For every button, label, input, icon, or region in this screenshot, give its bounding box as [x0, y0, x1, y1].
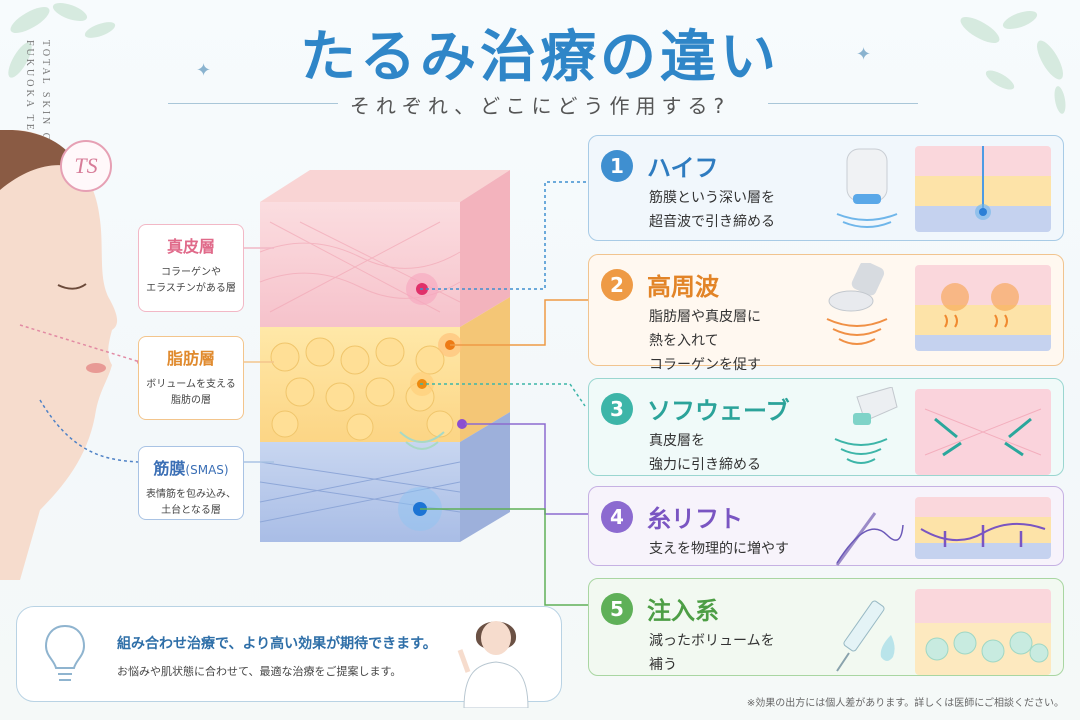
rf-layer-thumbnail	[915, 265, 1051, 351]
treatment-desc: 支えを物理的に増やす	[649, 541, 789, 557]
skin-cross-section	[259, 170, 510, 542]
treatment-desc: 減ったボリュームを 補う	[649, 633, 775, 673]
layer-name: 筋膜(SMAS)	[153, 459, 229, 478]
syringe-icon	[836, 600, 895, 672]
brand-vertical-text: TOTAL SKIN CLINIC	[40, 40, 51, 185]
clinic-logo: TS	[60, 140, 112, 192]
layer-desc: 表情筋を包み込み、	[146, 489, 236, 500]
page-subtitle: それぞれ、どこにどう作用する?	[349, 94, 731, 118]
face-connector-lines	[19, 324, 143, 463]
treatment-card-hifu: 1 ハイフ 筋膜という深い層を 超音波で引き締める	[588, 135, 1064, 241]
subtitle-line-left	[168, 103, 338, 104]
layer-desc: ボリュームを支える	[146, 379, 236, 390]
disclaimer-note: ※効果の出方には個人差があります。詳しくは医師にご相談ください。	[746, 698, 1064, 709]
sparkle-icon: ✦	[196, 60, 212, 81]
layer-desc: 脂肪の層	[171, 395, 211, 406]
brand-vertical-text-2: FUKUOKA TENJIN	[24, 40, 35, 167]
bottom-sub-text: お悩みや肌状態に合わせて、最適な治療をご提案します。	[117, 665, 402, 678]
sofwave-device-icon	[834, 387, 898, 464]
treatment-name: 高周波	[647, 273, 719, 301]
sofwave-layer-thumbnail	[915, 389, 1051, 475]
treatment-card-thread-lift: 4 糸リフト 支えを物理的に増やす	[588, 486, 1064, 566]
layer-label-smas: 筋膜(SMAS) 表情筋を包み込み、 土台となる層	[138, 446, 244, 520]
layer-desc: 土台となる層	[161, 505, 221, 516]
treatment-number: 3	[601, 393, 633, 425]
hifu-device-icon	[836, 148, 898, 228]
thread-layer-thumbnail	[915, 497, 1051, 559]
layer-name: 脂肪層	[166, 349, 215, 368]
layer-desc: コラーゲンや	[161, 267, 221, 278]
treatment-name: ソフウェーブ	[647, 397, 790, 425]
layer-desc: エラスチンがある層	[146, 283, 236, 294]
hifu-layer-thumbnail	[915, 146, 1051, 232]
bottom-main-text: 組み合わせ治療で、より高い効果が期待できます。	[117, 636, 437, 652]
layer-name: 真皮層	[166, 237, 215, 256]
bottom-info-box: 組み合わせ治療で、より高い効果が期待できます。 お悩みや肌状態に合わせて、最適な…	[16, 606, 562, 702]
leaf-decoration-left	[8, 2, 116, 78]
injection-layer-thumbnail	[915, 589, 1051, 675]
doctor-illustration	[457, 621, 529, 708]
treatment-name: 糸リフト	[647, 505, 743, 533]
sparkle-icon: ✦	[856, 44, 872, 65]
treatment-number: 2	[601, 269, 633, 301]
treatment-card-radiofrequency: 2 高周波 脂肪層や真皮層に 熱を入れて コラーゲンを促す	[588, 254, 1064, 373]
treatment-number: 4	[601, 501, 633, 533]
face-illustration	[0, 130, 117, 580]
leaf-decoration-right	[960, 10, 1066, 114]
connector-lines	[420, 181, 588, 606]
connector-lines-labels	[244, 247, 274, 463]
treatment-desc: 筋膜という深い層を 超音波で引き締める	[649, 190, 775, 230]
layer-label-fat: 脂肪層 ボリュームを支える 脂肪の層	[138, 336, 244, 420]
treatment-card-injection: 5 注入系 減ったボリュームを 補う	[588, 578, 1064, 676]
treatment-name: 注入系	[647, 597, 719, 625]
layer-label-dermis: 真皮層 コラーゲンや エラスチンがある層	[138, 224, 244, 312]
page-title: たるみ治療の違い	[300, 25, 780, 90]
subtitle-line-right	[768, 103, 918, 104]
lightbulb-icon	[44, 624, 86, 681]
treatment-name: ハイフ	[647, 154, 719, 182]
rf-device-icon	[826, 263, 888, 345]
treatment-number: 5	[601, 593, 633, 625]
treatment-desc: 脂肪層や真皮層に 熱を入れて コラーゲンを促す	[649, 309, 761, 373]
treatment-number: 1	[601, 150, 633, 182]
treatment-card-sofwave: 3 ソフウェーブ 真皮層を 強力に引き締める	[588, 378, 1064, 476]
treatment-desc: 真皮層を 強力に引き締める	[649, 433, 761, 473]
thread-icon	[835, 512, 904, 566]
